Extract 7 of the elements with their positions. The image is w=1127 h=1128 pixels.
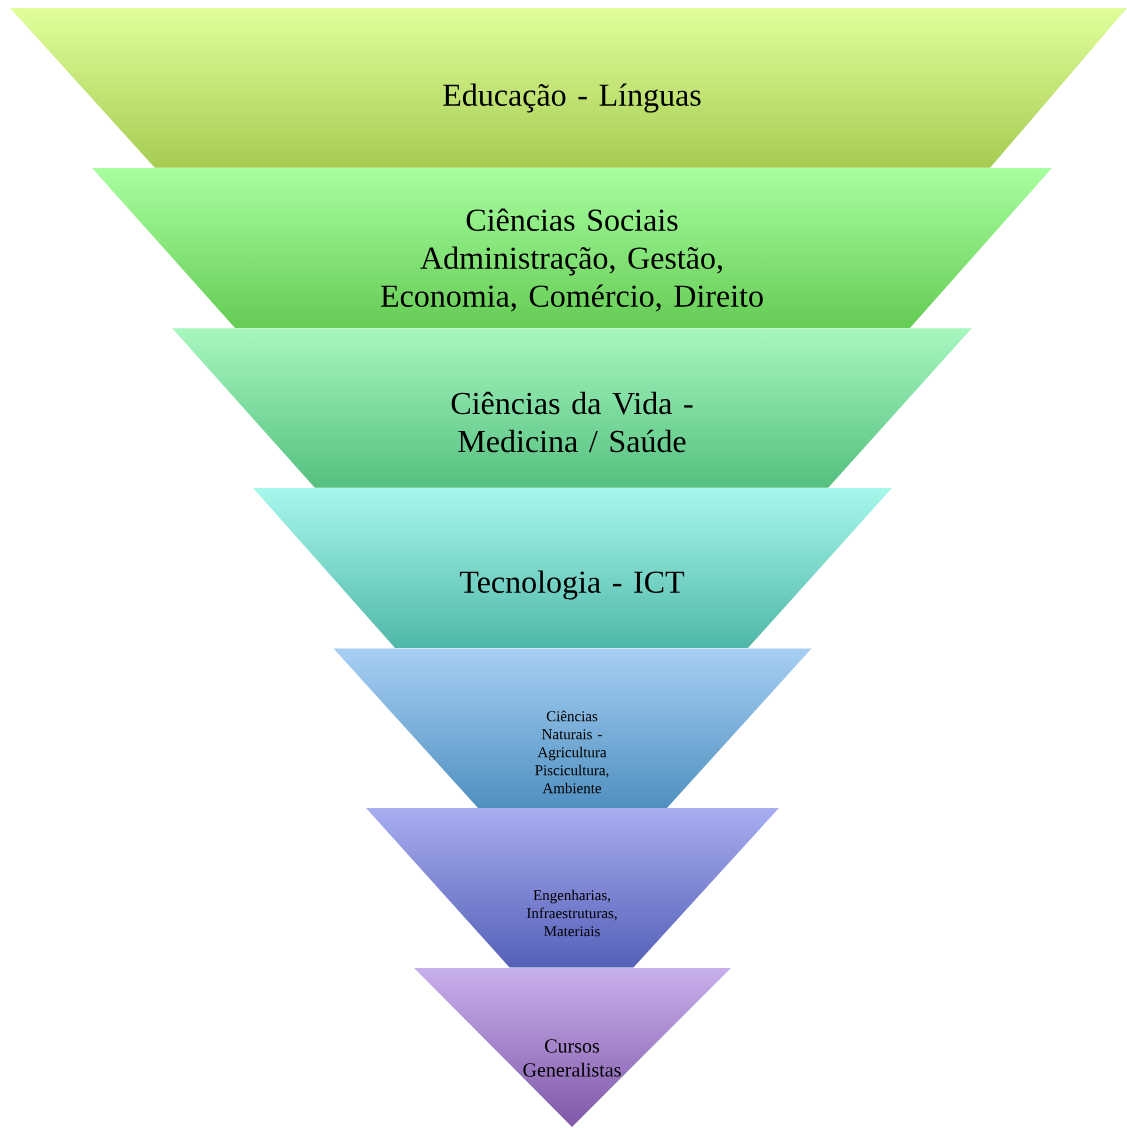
funnel-layer: Ciências Sociais Administração, Gestão, Economia, Comércio, Direito (381, 208, 763, 312)
funnel-layer: Cursos Generalistas (523, 1039, 621, 1077)
funnel-layer: Educação - Línguas (443, 83, 701, 113)
funnel-layer: Ciências da Vida - Medicina / Saúde (451, 391, 693, 453)
funnel-layer: Engenharias, Infraestruturas, Materiais (526, 889, 617, 937)
funnel-layer: Ciências Naturais - Agricultura Piscicultura, Ambiente (535, 710, 609, 794)
funnel-layer: Tecnologia - ICT (459, 570, 685, 600)
